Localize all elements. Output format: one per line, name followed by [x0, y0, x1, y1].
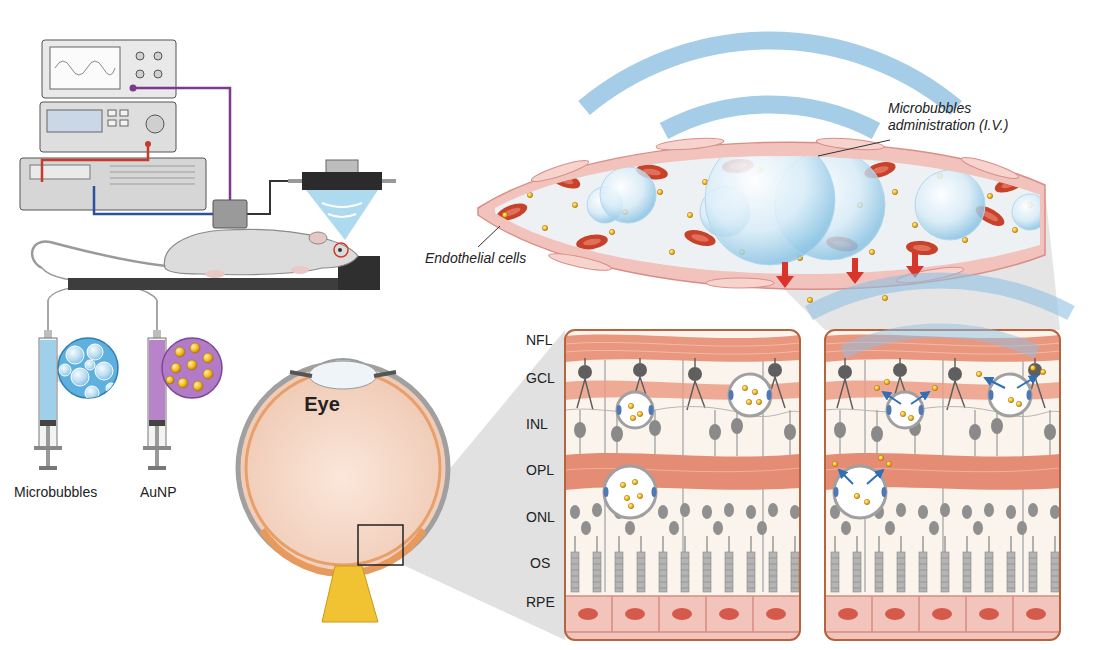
syringe-label: Microbubbles	[14, 484, 97, 501]
callout-label: Microbubbles administration (I.V.)	[888, 100, 1038, 134]
layer-label: RPE	[526, 594, 555, 611]
layer-label: OS	[530, 555, 550, 572]
layer-label: GCL	[526, 370, 555, 387]
layer-label: INL	[526, 416, 548, 433]
eye-node: Eye	[299, 390, 345, 420]
syringe-label: AuNP	[140, 484, 177, 501]
layer-label: NFL	[526, 332, 552, 349]
layer-label: ONL	[526, 509, 555, 526]
node-text: Eye	[303, 392, 341, 416]
callout-label: Endothelial cells	[425, 250, 526, 267]
layer-label: OPL	[526, 462, 554, 479]
